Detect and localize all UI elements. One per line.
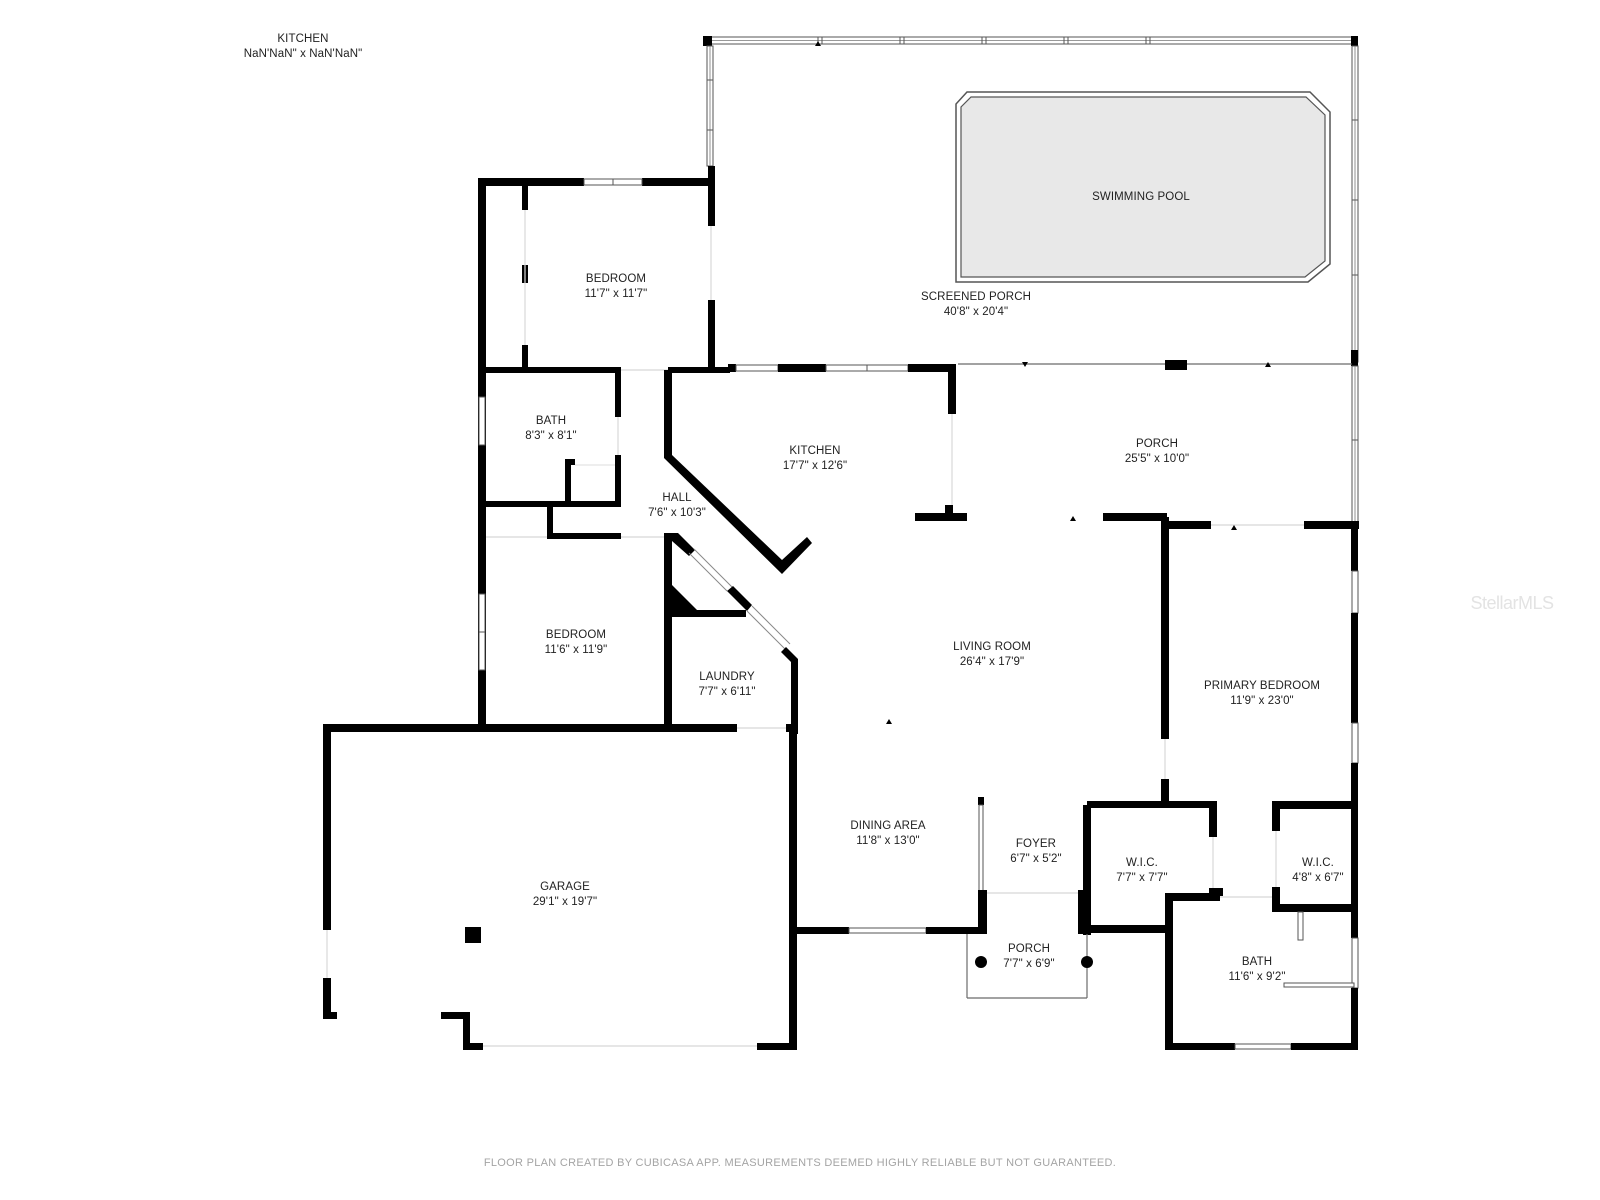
room-dims: 8'3" x 8'1" bbox=[525, 430, 577, 442]
room-label-swimming-pool: SWIMMING POOL bbox=[1092, 190, 1190, 205]
room-label-wic-2: W.I.C. 4'8" x 6'7" bbox=[1292, 856, 1343, 886]
room-dims: 11'7" x 11'7" bbox=[584, 288, 648, 300]
room-label-dining-area: DINING AREA 11'8" x 13'0" bbox=[850, 819, 925, 849]
room-label-kitchen-stray: KITCHEN NaN'NaN" x NaN'NaN" bbox=[244, 32, 363, 62]
room-dims: 6'7" x 5'2" bbox=[1010, 853, 1062, 865]
room-name: LIVING ROOM bbox=[953, 641, 1031, 653]
room-name: DINING AREA bbox=[850, 820, 926, 832]
room-label-foyer: FOYER 6'7" x 5'2" bbox=[1010, 837, 1061, 867]
room-name: GARAGE bbox=[540, 881, 590, 893]
room-label-kitchen: KITCHEN 17'7" x 12'6" bbox=[783, 444, 847, 474]
room-name: HALL bbox=[662, 492, 692, 504]
room-dims: 17'7" x 12'6" bbox=[782, 460, 848, 472]
room-name: PRIMARY BEDROOM bbox=[1203, 680, 1321, 692]
room-name: BATH bbox=[1241, 956, 1273, 968]
room-label-bedroom-2: BEDROOM 11'7" x 11'7" bbox=[585, 272, 648, 302]
room-dims: 7'7" x 7'7" bbox=[1116, 872, 1168, 884]
room-label-hall: HALL 7'6" x 10'3" bbox=[648, 491, 706, 521]
room-name: PORCH bbox=[1135, 438, 1179, 450]
room-dims: 29'1" x 19'7" bbox=[532, 896, 598, 908]
room-dims: 11'9" x 23'0" bbox=[1230, 695, 1294, 707]
room-label-bedroom-3: BEDROOM 11'6" x 11'9" bbox=[545, 628, 608, 658]
room-dims: NaN'NaN" x NaN'NaN" bbox=[243, 48, 363, 60]
room-dims: 11'8" x 13'0" bbox=[856, 835, 920, 847]
room-label-primary-bedroom: PRIMARY BEDROOM 11'9" x 23'0" bbox=[1204, 679, 1320, 709]
room-name: KITCHEN bbox=[789, 445, 841, 457]
room-name: BATH bbox=[535, 415, 567, 427]
room-label-living-room: LIVING ROOM 26'4" x 17'9" bbox=[953, 640, 1031, 670]
room-label-laundry: LAUNDRY 7'7" x 6'11" bbox=[698, 670, 755, 700]
room-name: LAUNDRY bbox=[699, 671, 755, 683]
room-dims: 25'5" x 10'0" bbox=[1124, 453, 1190, 465]
room-dims: 11'6" x 11'9" bbox=[544, 644, 608, 656]
room-name: BEDROOM bbox=[545, 629, 607, 641]
walls bbox=[323, 166, 1359, 1050]
room-name: KITCHEN bbox=[277, 33, 329, 45]
room-dims: 26'4" x 17'9" bbox=[959, 656, 1025, 668]
footer-disclaimer: FLOOR PLAN CREATED BY CUBICASA APP. MEAS… bbox=[483, 1157, 1117, 1169]
room-label-bath-1: BATH 8'3" x 8'1" bbox=[525, 414, 576, 444]
room-name: W.I.C. bbox=[1126, 857, 1158, 869]
room-label-screened-porch: SCREENED PORCH 40'8" x 20'4" bbox=[921, 290, 1031, 320]
room-dims: 7'7" x 6'9" bbox=[1003, 958, 1055, 970]
room-name: SWIMMING POOL bbox=[1092, 191, 1190, 203]
room-dims: 7'6" x 10'3" bbox=[648, 507, 706, 519]
room-label-garage: GARAGE 29'1" x 19'7" bbox=[533, 880, 597, 910]
room-name: W.I.C. bbox=[1302, 857, 1334, 869]
door-markers bbox=[815, 41, 1271, 724]
room-label-porch-front: PORCH 7'7" x 6'9" bbox=[1003, 942, 1054, 972]
room-label-wic-1: W.I.C. 7'7" x 7'7" bbox=[1116, 856, 1167, 886]
stellar-mls-watermark: StellarMLS bbox=[1470, 593, 1554, 613]
room-dims: 4'8" x 6'7" bbox=[1292, 872, 1344, 884]
room-dims: 11'6" x 9'2" bbox=[1228, 971, 1286, 983]
room-name: FOYER bbox=[1015, 838, 1057, 850]
room-name: SCREENED PORCH bbox=[920, 291, 1032, 303]
screened-porch-enclosure bbox=[703, 36, 1359, 523]
swimming-pool-shape bbox=[955, 91, 1331, 283]
room-label-bath-primary: BATH 11'6" x 9'2" bbox=[1228, 955, 1285, 985]
room-label-porch-rear: PORCH 25'5" x 10'0" bbox=[1125, 437, 1189, 467]
room-name: PORCH bbox=[1007, 943, 1051, 955]
room-name: BEDROOM bbox=[585, 273, 647, 285]
room-dims: 40'8" x 20'4" bbox=[943, 306, 1009, 318]
room-dims: 7'7" x 6'11" bbox=[698, 686, 756, 698]
